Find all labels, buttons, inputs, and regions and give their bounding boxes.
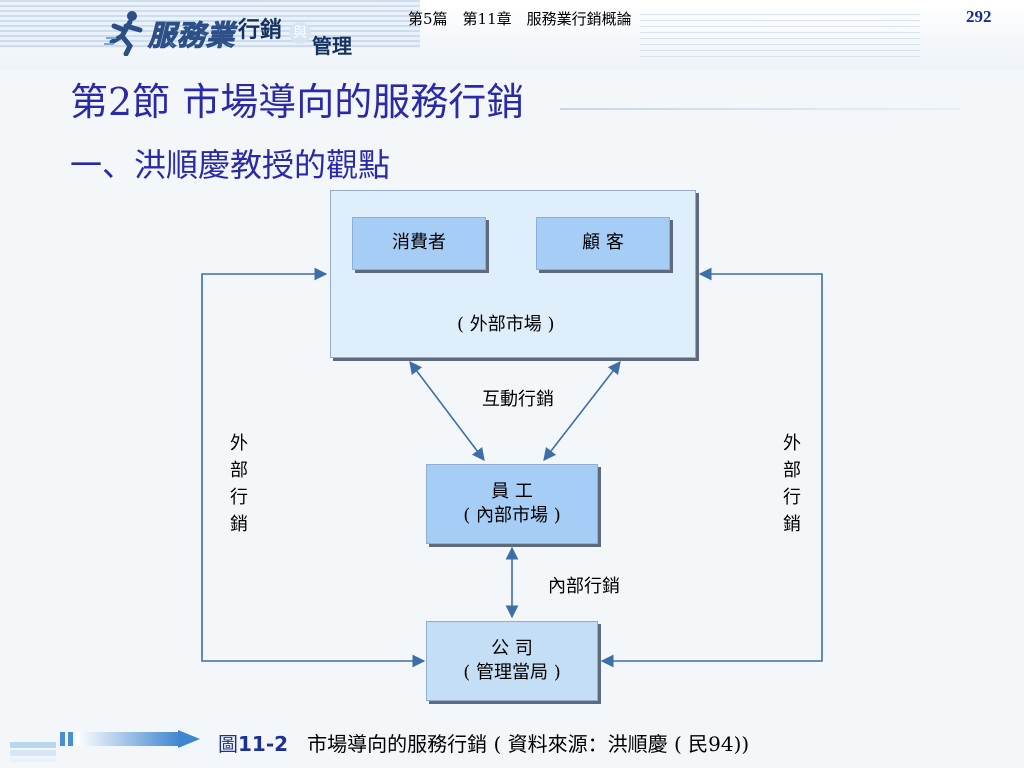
company-node: 公 司 ( 管理當局 ) xyxy=(426,621,598,701)
vertical-char: 外 xyxy=(230,433,248,454)
caption-text: 市場導向的服務行銷 ( 資料來源：洪順慶 ( 民94)) xyxy=(307,732,750,756)
page-title: 第2節 市場導向的服務行銷 xyxy=(70,80,525,124)
chapter-label: 第5篇 第11章 服務業行銷概論 xyxy=(408,10,632,28)
consumer-node: 消費者 xyxy=(352,217,486,270)
page-number: 292 xyxy=(966,7,992,26)
left-external-arrow xyxy=(201,267,426,668)
interactive-arrow-right xyxy=(543,360,621,462)
vertical-char: 部 xyxy=(230,460,248,481)
caption-arrow-icon xyxy=(60,730,200,748)
vertical-char: 外 xyxy=(783,433,801,454)
vertical-char: 行 xyxy=(230,487,248,508)
header-stripes xyxy=(0,0,420,48)
employee-node: 員 工 ( 內部市場 ) xyxy=(426,464,598,544)
interactive-arrow-left xyxy=(409,360,485,462)
book-logo: 服務業 行銷 與 管理 xyxy=(100,8,370,58)
vertical-char: 銷 xyxy=(230,514,248,535)
external-marketing-left-label: 外 部 行 銷 xyxy=(230,430,248,538)
internal-market-label: ( 內部市場 ) xyxy=(463,505,561,526)
caption-prefix: 圖 xyxy=(218,732,238,756)
external-marketing-right-label: 外 部 行 銷 xyxy=(783,430,801,538)
page-subtitle: 一、洪順慶教授的觀點 xyxy=(70,146,391,184)
runner-icon xyxy=(104,11,143,56)
interactive-marketing-label: 互動行銷 xyxy=(482,389,554,410)
internal-marketing-label: 內部行銷 xyxy=(548,576,620,597)
vertical-char: 部 xyxy=(783,460,801,481)
vertical-char: 行 xyxy=(783,487,801,508)
consumer-label: 消費者 xyxy=(392,232,446,254)
external-market-label: ( 外部市場 ) xyxy=(457,314,555,335)
customer-node: 顧 客 xyxy=(536,217,670,270)
company-label: 公 司 xyxy=(491,637,533,659)
vertical-char: 銷 xyxy=(783,514,801,535)
logo-text-management: 管理 xyxy=(312,34,352,58)
employee-label: 員 工 xyxy=(491,480,533,502)
customer-label: 顧 客 xyxy=(582,232,624,254)
logo-text-service: 服務業 xyxy=(147,19,236,53)
logo-text-and: 與 xyxy=(289,22,311,44)
caption-bars-icon xyxy=(10,742,56,762)
figure-caption: 圖11-2 市場導向的服務行銷 ( 資料來源：洪順慶 ( 民94)) xyxy=(218,728,749,757)
logo-text-marketing: 行銷 xyxy=(238,18,283,43)
right-external-arrow xyxy=(600,267,823,668)
header-stripes-right xyxy=(640,14,920,58)
title-rule xyxy=(560,108,960,110)
caption-figure-number: 11-2 xyxy=(238,732,289,756)
management-label: ( 管理當局 ) xyxy=(463,662,561,683)
